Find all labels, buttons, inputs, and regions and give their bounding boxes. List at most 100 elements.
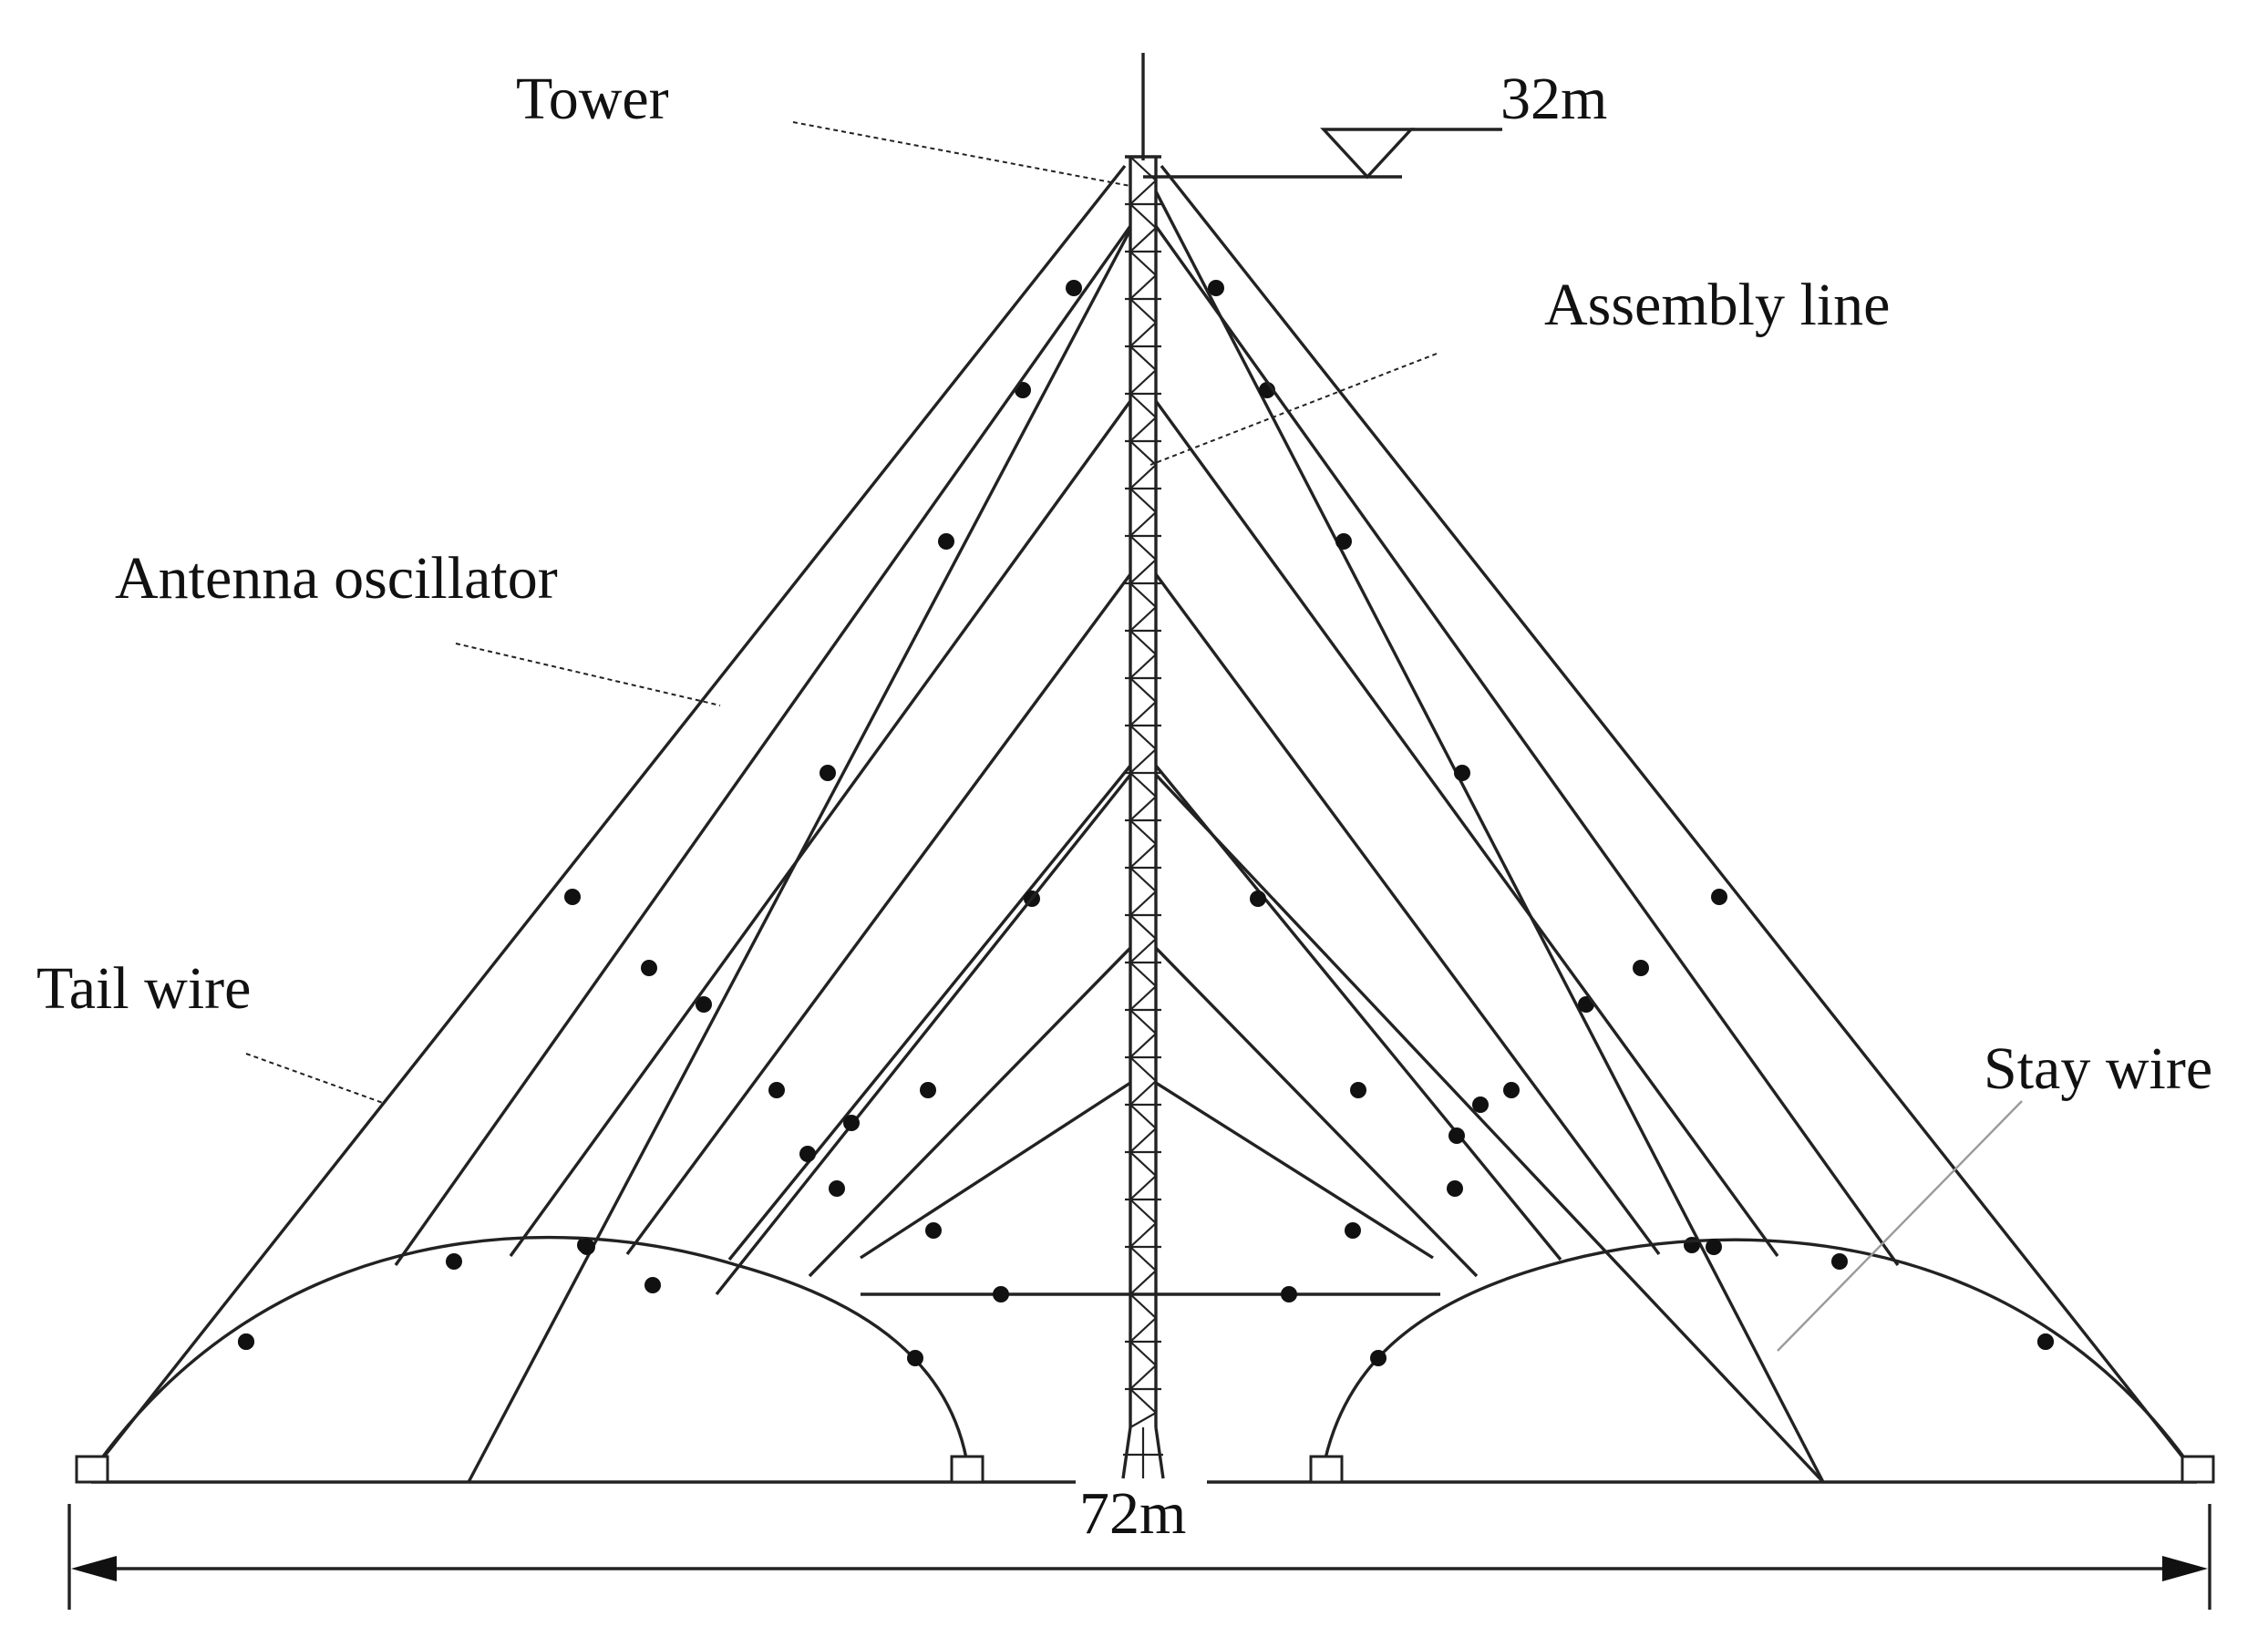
wire-node xyxy=(1370,1350,1387,1366)
antenna-oscillator-left xyxy=(727,764,1132,1261)
stay-wire-right xyxy=(1154,190,1825,1483)
tower-brace xyxy=(1129,819,1157,845)
wire-node xyxy=(644,1277,661,1293)
tower-brace xyxy=(1129,962,1157,987)
span-dimension: 72m xyxy=(67,1480,2211,1610)
callouts: Tower Assembly line Antenna oscillator T… xyxy=(36,66,2212,1352)
antenna-oscillator-right xyxy=(1154,400,1779,1257)
tower-brace xyxy=(1129,1364,1157,1390)
wire-node xyxy=(1335,533,1352,550)
wire-node xyxy=(564,889,581,905)
tower-brace xyxy=(1129,843,1157,869)
tower-brace xyxy=(1129,488,1157,513)
wire-node xyxy=(768,1082,785,1098)
wire-node xyxy=(925,1222,942,1239)
antenna-oscillator-left xyxy=(808,946,1132,1278)
wire-node xyxy=(1350,1082,1366,1098)
leader-tail-wire xyxy=(245,1053,384,1104)
tower-brace xyxy=(1129,1104,1157,1129)
wire-node xyxy=(579,1239,595,1255)
tower-brace xyxy=(1129,1222,1157,1248)
wire-node xyxy=(641,960,657,976)
wire-node xyxy=(2037,1333,2054,1350)
wire-node xyxy=(938,533,954,550)
tower-brace xyxy=(1129,1151,1157,1177)
tower-brace xyxy=(1129,1388,1157,1414)
wire-node xyxy=(907,1350,923,1366)
tower-brace xyxy=(1129,1293,1157,1319)
antenna-oscillator-right xyxy=(1154,225,1900,1266)
wire-node xyxy=(1345,1222,1361,1239)
wire-node xyxy=(1711,889,1727,905)
stay-arc-right xyxy=(1324,1238,2197,1474)
leader-antenna-oscillator xyxy=(455,643,721,706)
wire-node xyxy=(820,765,836,781)
stay-arc-left xyxy=(89,1235,968,1474)
antenna-oscillator-left xyxy=(625,572,1132,1256)
tower-brace xyxy=(1129,393,1157,418)
anchor-block-right-outer xyxy=(2180,1455,2215,1484)
tower-brace xyxy=(1129,559,1157,584)
tower-brace xyxy=(1129,274,1157,300)
tower-brace xyxy=(1129,1009,1157,1035)
wire-node xyxy=(1831,1253,1848,1270)
tower-brace xyxy=(1129,606,1157,632)
tower-brace xyxy=(1129,180,1157,205)
leader-assembly-line xyxy=(1149,353,1438,466)
antenna-oscillator-right xyxy=(1154,572,1661,1256)
span-label: 72m xyxy=(1079,1480,1186,1547)
height-triangle-icon xyxy=(1320,128,1415,180)
wire-node xyxy=(1448,1127,1465,1144)
tower-foot xyxy=(1154,1426,1165,1479)
anchor-block-right-inner xyxy=(1309,1455,1344,1484)
antenna-oscillator-left xyxy=(509,400,1132,1257)
antenna-oscillator-left xyxy=(860,1081,1131,1260)
tower-brace xyxy=(1129,725,1157,750)
leader-tower xyxy=(792,121,1131,187)
assembly-brace-left xyxy=(715,773,1132,1296)
ground xyxy=(75,1455,2215,1484)
tower-lattice xyxy=(1121,155,1165,1479)
wire-node xyxy=(799,1146,816,1162)
height-label: 32m xyxy=(1500,66,1607,132)
wire-node xyxy=(1503,1082,1520,1098)
wire-node xyxy=(446,1253,462,1270)
wire-node xyxy=(993,1286,1009,1302)
tower-brace xyxy=(1129,1080,1157,1106)
tower-brace xyxy=(1129,1270,1157,1295)
antenna-oscillator-right xyxy=(1155,1081,1434,1260)
height-marker: 32m xyxy=(1143,66,1607,180)
assembly-brace-right xyxy=(1154,773,1825,1484)
antenna-oscillator-right xyxy=(1154,946,1479,1278)
wire-node xyxy=(1447,1180,1463,1197)
wire-node xyxy=(238,1333,254,1350)
tower-brace xyxy=(1129,464,1157,489)
wire-node xyxy=(920,1082,936,1098)
tower-brace xyxy=(1129,1175,1157,1200)
tower-brace xyxy=(1129,1412,1157,1428)
tower-brace xyxy=(1129,1127,1157,1153)
wire-node xyxy=(1454,765,1470,781)
label-assembly-line: Assembly line xyxy=(1544,272,1890,338)
tower-brace xyxy=(1129,203,1157,229)
label-tower: Tower xyxy=(516,66,669,132)
label-stay-wire: Stay wire xyxy=(1984,1035,2212,1102)
tower-brace xyxy=(1129,985,1157,1011)
label-tail-wire: Tail wire xyxy=(36,955,251,1022)
tower-brace xyxy=(1129,582,1157,608)
tower-brace xyxy=(1129,914,1157,940)
tower-brace xyxy=(1129,345,1157,371)
tower-brace xyxy=(1129,867,1157,892)
tower-brace xyxy=(1129,417,1157,442)
tower-brace xyxy=(1129,535,1157,561)
tower-brace xyxy=(1129,891,1157,916)
tower-brace xyxy=(1129,654,1157,679)
tower-brace xyxy=(1129,369,1157,395)
tower-brace xyxy=(1129,440,1157,466)
wire-node xyxy=(696,996,712,1013)
tower-brace xyxy=(1129,1317,1157,1343)
tower-brace xyxy=(1129,630,1157,655)
wire-node xyxy=(843,1115,860,1131)
